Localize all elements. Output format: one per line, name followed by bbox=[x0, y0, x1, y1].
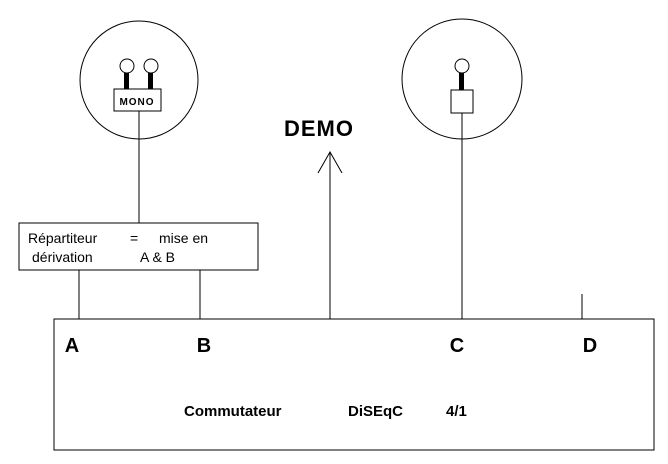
splitter-line2-right: A & B bbox=[140, 249, 175, 265]
port-d-label: D bbox=[583, 335, 597, 357]
port-c-label: C bbox=[450, 335, 464, 357]
demo-label: DEMO bbox=[284, 116, 354, 141]
splitter-line2-left: dérivation bbox=[32, 249, 93, 265]
mono-lnb-box bbox=[113, 88, 162, 112]
dish-left-lnb-head-1 bbox=[119, 58, 135, 74]
dish-left-lnb-stem-1 bbox=[124, 73, 129, 89]
splitter-line1-eq: = bbox=[130, 230, 138, 246]
dish-right bbox=[401, 18, 523, 319]
splitter: Répartiteur = mise en dérivation A & B bbox=[18, 222, 259, 319]
splitter-line1-left: Répartiteur bbox=[28, 230, 98, 246]
mono-lnb-label: MONO bbox=[119, 97, 154, 108]
dish-right-lnb-stem bbox=[459, 73, 464, 90]
dish-left-lnb-head-2 bbox=[143, 58, 159, 74]
diseqc-switch: A B C D Commutateur DiSEqC 4/1 bbox=[53, 318, 655, 451]
switch-ratio: 4/1 bbox=[446, 403, 467, 420]
splitter-line1-right: mise en bbox=[159, 230, 208, 246]
dish-right-lnb-head bbox=[454, 58, 470, 74]
dish-left-lnb-stem-2 bbox=[148, 73, 153, 89]
port-a-label: A bbox=[65, 335, 79, 357]
dish-right-lnb-box bbox=[450, 89, 474, 114]
switch-box bbox=[53, 318, 655, 451]
demo-output: DEMO bbox=[284, 116, 354, 319]
port-b-label: B bbox=[197, 335, 211, 357]
dish-left: MONO bbox=[79, 20, 199, 223]
demo-arrow-head bbox=[317, 150, 343, 174]
switch-title: Commutateur bbox=[184, 403, 282, 420]
splitter-box bbox=[18, 222, 259, 271]
switch-protocol: DiSEqC bbox=[348, 403, 403, 420]
